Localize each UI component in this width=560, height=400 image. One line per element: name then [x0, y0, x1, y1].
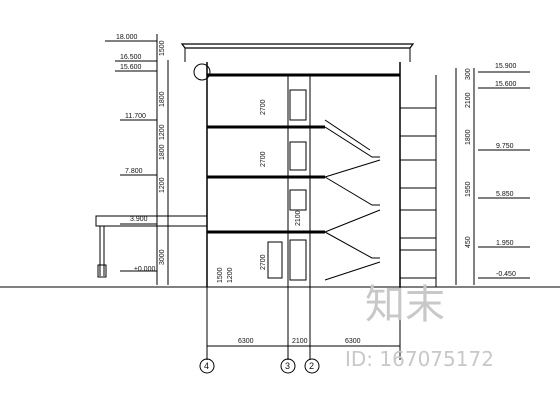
elev-right-3: 5.850 [496, 191, 514, 198]
dim-floor-2: 2700 [260, 254, 267, 270]
dim-bottom-0: 6300 [238, 338, 254, 345]
elev-right-1: 15.600 [495, 81, 517, 88]
axis-bubble-2 [304, 358, 320, 374]
elev-right-5: -0.450 [496, 271, 516, 278]
dim-right-0: 300 [465, 68, 472, 80]
dim-mid-0: 1500 [217, 267, 224, 283]
dim-left-5: 1800 [159, 144, 166, 160]
watermark-logo: 知末 [365, 282, 445, 328]
entrance-canopy [95, 215, 208, 227]
elev-left-2: 15.600 [120, 64, 142, 71]
elev-right-4: 1.950 [496, 240, 514, 247]
floor-slabs [207, 73, 400, 234]
dim-right-5: 1950 [465, 181, 472, 197]
elev-left-5: 3.900 [130, 216, 148, 223]
elev-left-3: 11.700 [125, 113, 146, 120]
dim-left-6: 1200 [159, 177, 166, 193]
dim-right-9: 450 [465, 236, 472, 248]
elev-left-4: 7.800 [125, 168, 143, 175]
dim-right-1: 2100 [465, 92, 472, 108]
axis-label-4: 4 [204, 361, 209, 371]
dim-bottom-1: 2100 [292, 338, 308, 345]
watermark-id: ID: 167075172 [345, 347, 494, 371]
parapet [180, 43, 415, 49]
dim-left-2: 1800 [159, 91, 166, 107]
dim-bottom-2: 6300 [345, 338, 361, 345]
stair-flights [324, 119, 381, 281]
axis-bubble-4 [199, 358, 215, 374]
elev-left-6: ±0.000 [134, 266, 155, 273]
dim-right-2: 1800 [465, 129, 472, 145]
axis-label-3: 3 [285, 361, 290, 371]
dim-left-3: 1200 [159, 124, 166, 140]
elev-left-1: 16.500 [120, 54, 142, 61]
axis-label-2: 2 [309, 361, 314, 371]
dim-left-0: 1500 [159, 40, 166, 56]
dim-mid-1: 1200 [227, 267, 234, 283]
axis-bubble-3 [280, 358, 296, 374]
balconies [399, 75, 437, 287]
dim-left-11: 3000 [159, 249, 166, 265]
windows [267, 89, 307, 281]
dim-mid-2: 2100 [295, 210, 302, 226]
dim-floor-1: 2700 [260, 151, 267, 167]
elev-left-0: 18.000 [116, 34, 138, 41]
dim-floor-0: 2700 [260, 99, 267, 115]
roof-drain-symbol [193, 63, 211, 81]
elev-right-2: 9.750 [496, 143, 514, 150]
elev-right-0: 15.900 [495, 63, 517, 70]
